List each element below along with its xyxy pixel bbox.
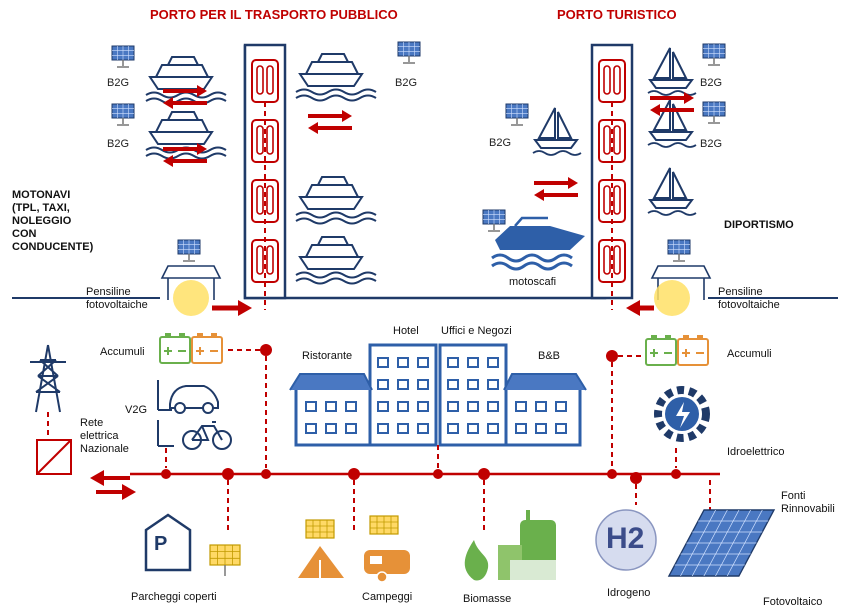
b2g-label: B2G — [700, 77, 723, 89]
left-heading-line: NOLEGGIO — [12, 215, 72, 227]
bb-label: B&B — [538, 350, 561, 362]
left-heading-line: CON — [12, 228, 37, 240]
pensiline-left-line: Pensiline — [86, 286, 131, 298]
b2g-label: B2G — [107, 138, 130, 150]
parking-icon: P — [154, 533, 168, 555]
left-heading-line: MOTONAVI — [12, 189, 71, 201]
accumuli-right-label: Accumuli — [727, 348, 772, 360]
campeggi-label: Campeggi — [362, 591, 413, 603]
left-heading: MOTONAVI (TPL, TAXI, NOLEGGIO CON CONDUC… — [12, 189, 93, 254]
left-heading-line: CONDUCENTE) — [12, 241, 94, 253]
uffici-label: Uffici e Negozi — [441, 325, 512, 337]
rete-line: Nazionale — [80, 443, 129, 455]
rete-line: Rete — [80, 417, 104, 429]
public-port-title: PORTO PER IL TRASPORTO PUBBLICO — [150, 7, 398, 22]
b2g-label: B2G — [395, 77, 418, 89]
pensiline-left-label: Pensiline fotovoltaiche — [86, 286, 148, 312]
right-heading: DIPORTISMO — [724, 219, 794, 231]
b2g-label: B2G — [489, 137, 512, 149]
biomasse-label: Biomasse — [463, 593, 512, 605]
pensiline-right-line: Pensiline — [718, 286, 763, 298]
pensiline-left-line: fotovoltaiche — [86, 299, 148, 311]
fonti-line: Fonti — [781, 490, 806, 502]
pensiline-right-line: fotovoltaiche — [718, 299, 780, 311]
rete-line: elettrica — [80, 430, 119, 442]
motoscafi-label: motoscafi — [509, 276, 557, 288]
rete-label: Rete elettrica Nazionale — [80, 417, 129, 456]
parcheggi-label: Parcheggi coperti — [131, 591, 217, 603]
b2g-label: B2G — [700, 138, 723, 150]
left-heading-line: (TPL, TAXI, — [12, 202, 70, 214]
idroelettrico-label: Idroelettrico — [727, 446, 785, 458]
tourist-port-title: PORTO TURISTICO — [557, 7, 677, 22]
b2g-label: B2G — [107, 77, 130, 89]
idrogeno-label: Idrogeno — [607, 587, 651, 599]
hydrogen-icon: H2 — [606, 522, 645, 555]
fotovoltaico-label: Fotovoltaico — [763, 596, 823, 608]
hotel-label: Hotel — [393, 325, 419, 337]
fonti-label: Fonti Rinnovabili — [781, 490, 835, 516]
v2g-label: V2G — [125, 404, 148, 416]
accumuli-left-label: Accumuli — [100, 346, 145, 358]
pensiline-right-label: Pensiline fotovoltaiche — [718, 286, 780, 312]
fonti-line: Rinnovabili — [781, 503, 835, 515]
ristorante-label: Ristorante — [302, 350, 353, 362]
